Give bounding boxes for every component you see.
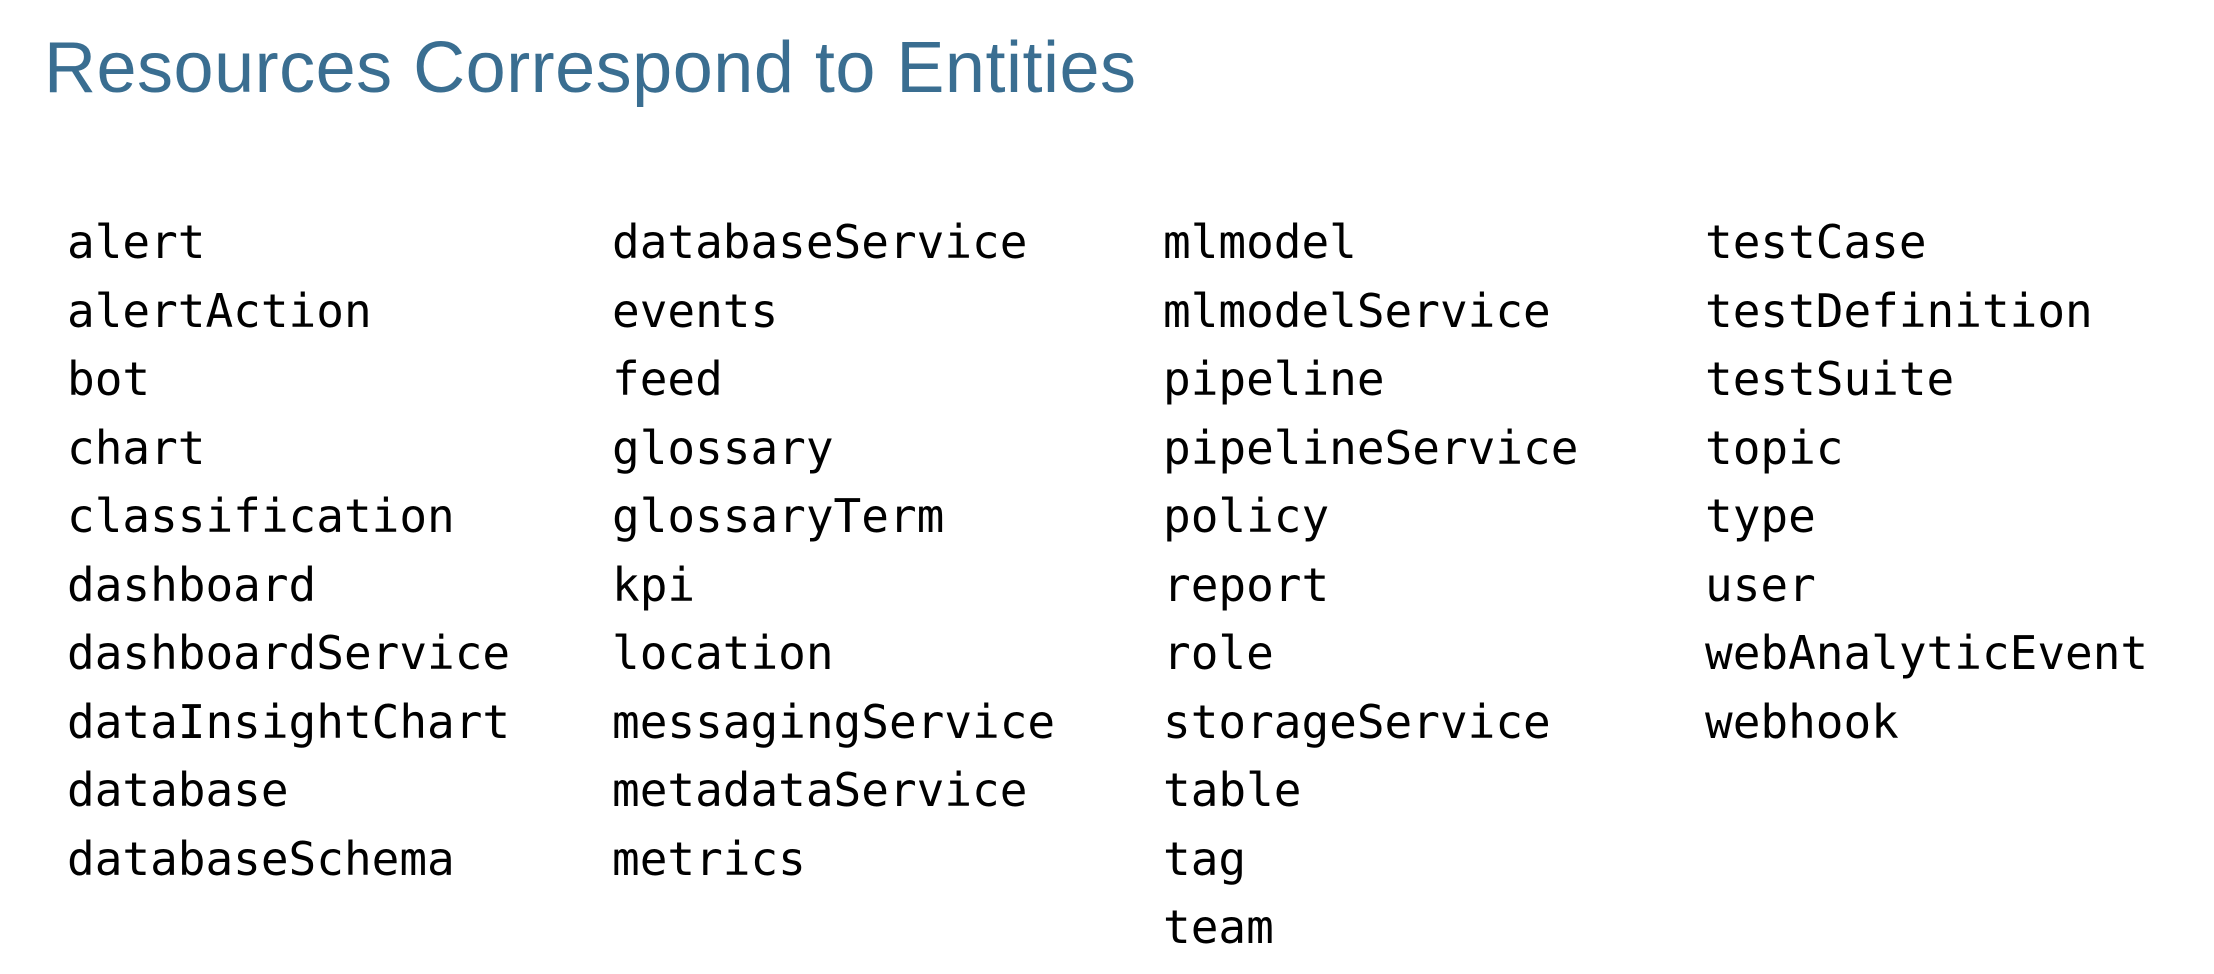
resource-item: table: [1163, 763, 1302, 817]
resource-item: bot: [67, 352, 151, 406]
resource-item: storageService: [1163, 694, 1551, 749]
resource-column-3: mlmodel mlmodelService pipeline pipelineSer…: [1163, 208, 1705, 962]
resource-item: classification: [67, 489, 455, 543]
resource-item: metrics: [612, 831, 806, 886]
resource-item: location: [612, 626, 834, 680]
resource-item: dashboardService: [67, 626, 511, 680]
resource-item: testCase: [1705, 215, 1927, 269]
resource-column-4: testCase testDefinition testSuite topic type…: [1705, 208, 2148, 756]
resource-item: pipelineService: [1163, 420, 1579, 475]
resource-item: pipeline: [1163, 352, 1385, 406]
resource-item: mlmodel: [1163, 215, 1357, 269]
resource-item: type: [1705, 489, 1816, 543]
resource-item: chart: [67, 420, 206, 475]
resource-item: webhook: [1705, 694, 1899, 749]
resource-item: testSuite: [1705, 352, 1955, 406]
resource-item: dataInsightChart: [67, 694, 511, 749]
resource-item: topic: [1705, 420, 1844, 475]
resource-item: role: [1163, 626, 1274, 680]
resource-item: webAnalyticEvent: [1705, 626, 2149, 680]
resource-item: database: [67, 763, 289, 817]
resource-item: mlmodelService: [1163, 283, 1551, 338]
page-title: Resources Correspond to Entities: [44, 28, 1137, 108]
resource-item: feed: [612, 352, 723, 406]
resource-item: messagingService: [612, 694, 1056, 749]
resource-list: alert alertAction bot chart classification da…: [67, 208, 2148, 962]
resource-item: databaseService: [612, 215, 1028, 269]
resource-item: databaseSchema: [67, 831, 455, 886]
resource-item: glossary: [612, 420, 834, 475]
resource-item: glossaryTerm: [612, 489, 945, 543]
resource-item: alertAction: [67, 283, 372, 338]
resource-column-2: databaseService events feed glossary glossar…: [612, 208, 1163, 893]
resource-item: alert: [67, 215, 206, 269]
resource-item: team: [1163, 900, 1274, 954]
resource-item: tag: [1163, 831, 1247, 886]
resource-item: testDefinition: [1705, 283, 2093, 338]
resource-item: policy: [1163, 489, 1330, 543]
resource-column-1: alert alertAction bot chart classification da…: [67, 208, 612, 893]
resource-item: dashboard: [67, 557, 317, 612]
resource-item: events: [612, 283, 779, 338]
resource-item: user: [1705, 557, 1816, 612]
resource-item: metadataService: [612, 763, 1028, 817]
resource-item: kpi: [612, 557, 696, 612]
resource-item: report: [1163, 557, 1330, 612]
